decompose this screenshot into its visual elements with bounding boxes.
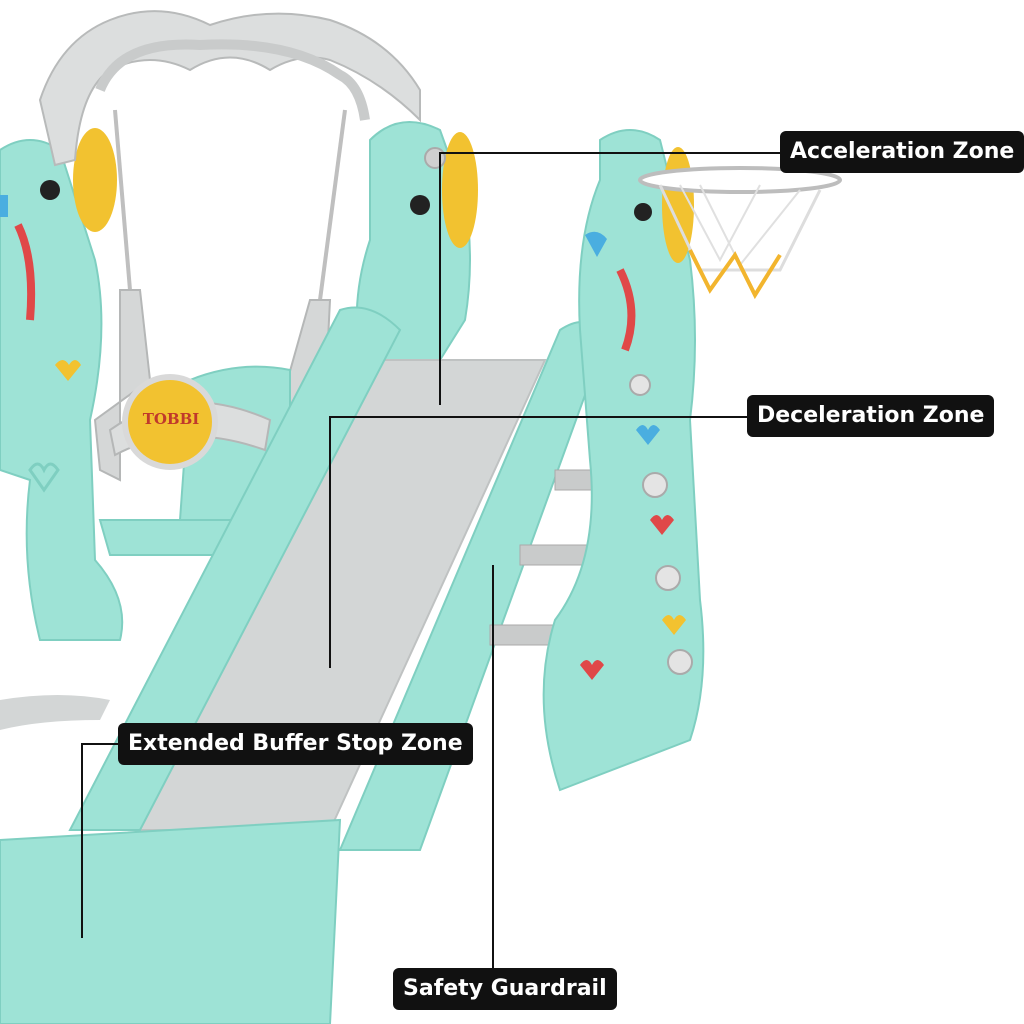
middle-giraffe-frame	[355, 121, 478, 361]
swing-top-bar	[38, 10, 421, 167]
right-giraffe-frame	[542, 129, 705, 792]
left-giraffe-frame	[0, 128, 124, 641]
safety-guardrail-label: Safety Guardrail	[393, 968, 617, 1010]
deceleration-zone-label: Deceleration Zone	[747, 395, 995, 437]
brand-badge: TOBBI	[142, 410, 200, 428]
swing-ropes	[113, 109, 347, 301]
leader-lines	[81, 152, 780, 968]
acceleration-zone-label: Acceleration Zone	[780, 131, 1024, 173]
basketball-hoop	[638, 166, 842, 300]
slide	[0, 306, 607, 1024]
buffer-stop-zone-label: Extended Buffer Stop Zone	[118, 723, 473, 765]
